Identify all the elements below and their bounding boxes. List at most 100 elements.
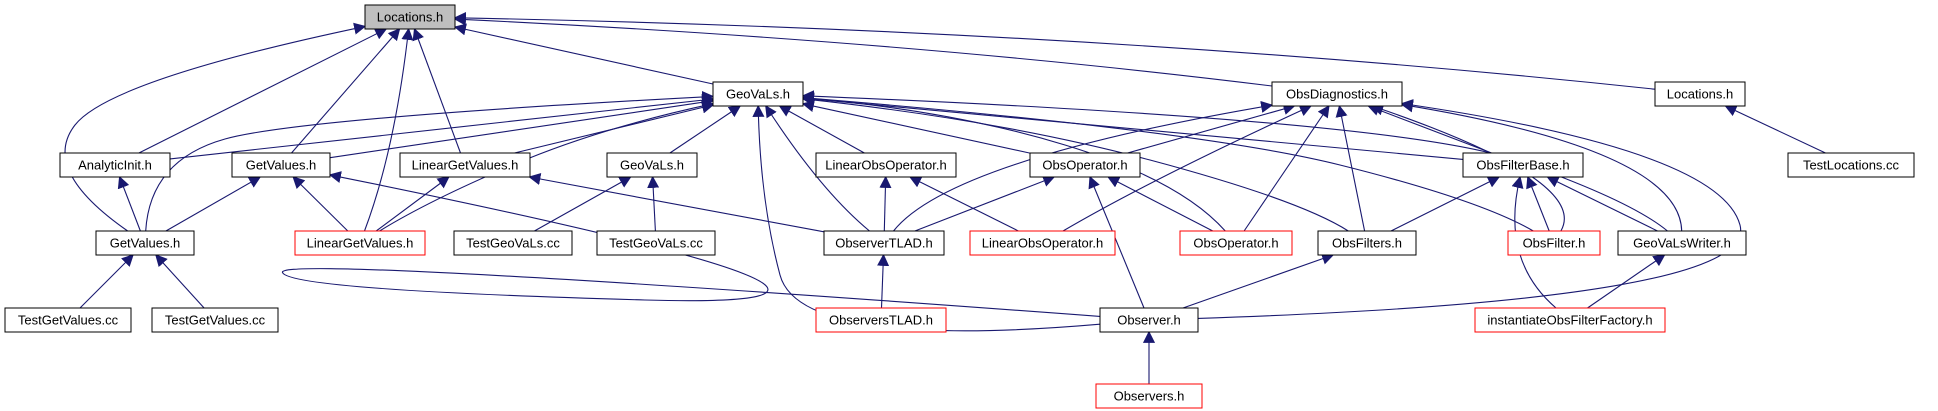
dependency-edge-geovals_h_2-to-geovals_h_main — [669, 105, 742, 154]
node-box — [231, 152, 331, 178]
file-node-observerstlad-h[interactable]: ObserversTLAD.h — [815, 307, 947, 333]
node-box — [399, 152, 531, 178]
node-box — [1617, 230, 1747, 256]
file-node-getvalues-h-1[interactable]: GetValues.h — [231, 152, 331, 178]
dependency-edge-observer_h-to-obsoperator_h_1 — [1088, 175, 1145, 309]
dependency-edge-observer_h-to-obsdiagnostics_h — [1197, 99, 1742, 319]
dependency-edge-testlocations_cc-to-locations_h_2 — [1724, 105, 1826, 154]
node-label: LinearObsOperator.h — [982, 236, 1103, 251]
dependency-edge-observertlad_h-to-geovals_h_main — [765, 104, 870, 232]
file-node-observertlad-h[interactable]: ObserverTLAD.h — [823, 230, 945, 256]
file-node-observers-h[interactable]: Observers.h — [1095, 383, 1203, 409]
dependency-edge-obsoperator_h_1-to-geovals_h_main — [801, 100, 1031, 154]
file-node-instantiateobsfilterfactory-h[interactable]: instantiateObsFilterFactory.h — [1474, 307, 1666, 333]
dependency-edge-testgetvalues_cc_1-to-getvalues_h_2 — [79, 254, 134, 309]
dependency-edge-getvalues_h_2-to-getvalues_h_1 — [165, 176, 262, 232]
file-node-getvalues-h-2[interactable]: GetValues.h — [95, 230, 195, 256]
file-node-testgeovals-cc-1[interactable]: TestGeoVaLs.cc — [453, 230, 573, 256]
node-label: TestGetValues.cc — [165, 313, 266, 328]
file-node-obsoperator-h-2[interactable]: ObsOperator.h — [1179, 230, 1293, 256]
dependency-edge-observertlad_h-to-obsdiagnostics_h — [893, 100, 1274, 232]
dependency-edge-linearobsoperator_h_2-to-linearobsoperator_h_1 — [909, 176, 1019, 232]
file-node-obsfilterbase-h[interactable]: ObsFilterBase.h — [1462, 152, 1584, 178]
node-label: Observers.h — [1114, 389, 1185, 404]
node-label: ObsOperator.h — [1193, 236, 1278, 251]
file-node-lineargetvalues-h-1[interactable]: LinearGetValues.h — [399, 152, 531, 178]
edge-layer — [64, 11, 1826, 384]
dependency-edge-testgeovals_cc_1-to-geovals_h_2 — [534, 176, 632, 232]
dependency-edge-observer_h-to-geovals_h_main — [752, 104, 1101, 332]
node-label: ObsFilters.h — [1332, 236, 1402, 251]
node-label: TestGetValues.cc — [18, 313, 119, 328]
file-node-analyticinit-h[interactable]: AnalyticInit.h — [59, 152, 171, 178]
file-node-locations-h-root[interactable]: Locations.h — [364, 4, 456, 30]
node-label: TestGeoVaLs.cc — [609, 236, 703, 251]
file-node-obsoperator-h-1[interactable]: ObsOperator.h — [1029, 152, 1141, 178]
file-node-obsdiagnostics-h[interactable]: ObsDiagnostics.h — [1271, 81, 1403, 107]
node-box — [1179, 230, 1293, 256]
node-box — [1787, 152, 1915, 178]
node-label: GeoVaLsWriter.h — [1633, 236, 1731, 251]
dependency-edge-instantiateobsfilterfactory_h-to-geovalswriter_h — [1587, 254, 1666, 309]
dependency-edge-obsfilter_h-to-geovals_h_main — [801, 92, 1534, 232]
dependency-edge-obsdiagnostics_h-to-locations_h_root — [453, 13, 1273, 87]
dependency-edge-obsoperator_h_1-to-obsdiagnostics_h — [1127, 103, 1296, 154]
dependency-edge-geovalswriter_h-to-geovals_h_main — [801, 90, 1668, 232]
dependency-edge-obsfilters_h-to-obsdiagnostics_h — [1335, 104, 1366, 232]
node-label: ObsOperator.h — [1042, 158, 1127, 173]
node-box — [364, 4, 456, 30]
node-label: ObsFilterBase.h — [1476, 158, 1569, 173]
dependency-edge-observerstlad_h-to-observertlad_h — [877, 253, 890, 309]
node-box — [1099, 307, 1199, 333]
dependency-edge-observertlad_h-to-obsoperator_h_1 — [914, 175, 1056, 232]
file-node-lineargetvalues-h-2[interactable]: LinearGetValues.h — [294, 230, 426, 256]
node-label: LinearGetValues.h — [307, 236, 414, 251]
file-node-testgeovals-cc-2[interactable]: TestGeoVaLs.cc — [596, 230, 716, 256]
node-label: GeoVaLs.h — [726, 87, 790, 102]
node-label: AnalyticInit.h — [78, 158, 152, 173]
dependency-edge-testgetvalues_cc_2-to-getvalues_h_2 — [155, 254, 205, 309]
node-box — [453, 230, 573, 256]
file-node-obsfilter-h[interactable]: ObsFilter.h — [1507, 230, 1601, 256]
node-box — [1029, 152, 1141, 178]
dependency-edge-lineargetvalues_h_2-to-locations_h_root — [363, 27, 414, 232]
node-label: Observer.h — [1117, 313, 1181, 328]
node-box — [59, 152, 171, 178]
node-label: TestLocations.cc — [1803, 158, 1900, 173]
file-node-geovalswriter-h[interactable]: GeoVaLsWriter.h — [1617, 230, 1747, 256]
node-box — [712, 81, 804, 107]
node-box — [294, 230, 426, 256]
file-node-geovals-h-2[interactable]: GeoVaLs.h — [606, 152, 698, 178]
dependency-edge-linearobsoperator_h_2-to-obsdiagnostics_h — [1062, 105, 1312, 232]
node-label: GetValues.h — [246, 158, 317, 173]
node-label: ObsDiagnostics.h — [1286, 87, 1388, 102]
dependency-edge-getvalues_h_1-to-locations_h_root — [291, 28, 401, 154]
node-box — [596, 230, 716, 256]
dependency-edge-observer_h-to-obsfilters_h — [1182, 252, 1335, 309]
file-node-observer-h[interactable]: Observer.h — [1099, 307, 1199, 333]
file-node-testgetvalues-cc-2[interactable]: TestGetValues.cc — [151, 307, 279, 333]
node-box — [969, 230, 1116, 256]
file-node-testlocations-cc[interactable]: TestLocations.cc — [1787, 152, 1915, 178]
dependency-edge-geovalswriter_h-to-obsfilterbase_h — [1546, 176, 1658, 232]
dependency-edge-obsfilters_h-to-obsfilterbase_h — [1390, 176, 1501, 232]
file-node-obsfilters-h[interactable]: ObsFilters.h — [1317, 230, 1417, 256]
file-node-testgetvalues-cc-1[interactable]: TestGetValues.cc — [4, 307, 132, 333]
node-box — [1474, 307, 1666, 333]
file-node-linearobsoperator-h-1[interactable]: LinearObsOperator.h — [815, 152, 957, 178]
dependency-edge-observer_h-to-getvalues_h_1 — [281, 171, 1101, 317]
file-node-locations-h-2[interactable]: Locations.h — [1654, 81, 1746, 107]
file-node-linearobsoperator-h-2[interactable]: LinearObsOperator.h — [969, 230, 1116, 256]
node-box — [1507, 230, 1601, 256]
dependency-edge-observertlad_h-to-linearobsoperator_h_1 — [879, 175, 892, 232]
node-label: ObserverTLAD.h — [835, 236, 933, 251]
node-box — [1654, 81, 1746, 107]
dependency-edge-obsfilter_h-to-obsfilterbase_h — [1526, 175, 1550, 232]
dependency-edge-obsoperator_h_2-to-obsoperator_h_1 — [1107, 176, 1214, 232]
node-box — [815, 152, 957, 178]
file-node-geovals-h-main[interactable]: GeoVaLs.h — [712, 81, 804, 107]
node-box — [151, 307, 279, 333]
dependency-edge-locations_h_2-to-locations_h_root — [453, 11, 1656, 90]
node-label: LinearGetValues.h — [412, 158, 519, 173]
